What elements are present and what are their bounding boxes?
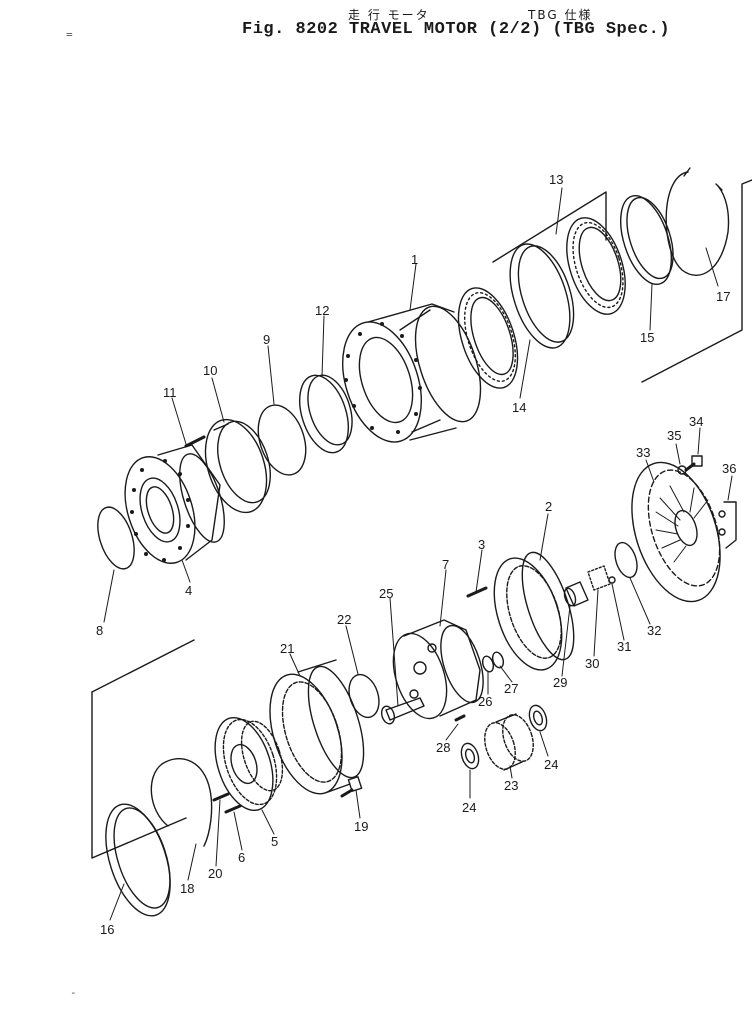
margin-mark: = [66, 28, 73, 41]
label-part-35: 35 [667, 428, 681, 443]
part-17-snapring [665, 167, 730, 276]
label-part-13: 13 [549, 172, 563, 187]
label-part-8: 8 [96, 623, 103, 638]
label-part-36: 36 [722, 461, 736, 476]
label-part-20: 20 [208, 866, 222, 881]
bracket-36 [723, 501, 737, 549]
label-part-33: 33 [636, 445, 650, 460]
bracket-left-lower [91, 639, 195, 859]
part-16-ring [105, 803, 171, 917]
label-part-27: 27 [504, 681, 518, 696]
bracket-13 [492, 191, 607, 263]
label-part-32: 32 [647, 623, 661, 638]
label-part-30: 30 [585, 656, 599, 671]
part-13-bearing [566, 217, 626, 315]
label-part-24a: 24 [544, 757, 558, 772]
label-part-16: 16 [100, 922, 114, 937]
label-part-24b: 24 [462, 800, 476, 815]
label-part-1: 1 [411, 252, 418, 267]
label-part-4: 4 [185, 583, 192, 598]
part-1-housing [342, 303, 482, 443]
label-part-14: 14 [512, 400, 526, 415]
label-part-7: 7 [442, 557, 449, 572]
label-part-12: 12 [315, 303, 329, 318]
part-26-ring [481, 655, 495, 673]
part-3-pin [466, 586, 488, 598]
label-part-3: 3 [478, 537, 485, 552]
figure-title: Fig. 8202 TRAVEL MOTOR (2/2) (TBG Spec.) [242, 20, 671, 39]
part-9-oring [257, 404, 307, 476]
part-20-pin [212, 792, 230, 802]
part-11-pin [184, 435, 206, 448]
label-part-10: 10 [203, 363, 217, 378]
part-14-ring [509, 243, 575, 349]
part-15-ring [620, 195, 674, 285]
page-header: 走 行 モータ TBG 仕様 Fig. 8202 TRAVEL MOTOR (2… [0, 0, 752, 56]
bracket-right-upper [641, 179, 752, 383]
label-part-2: 2 [545, 499, 552, 514]
part-33-cover [631, 461, 721, 603]
label-part-21: 21 [280, 641, 294, 656]
part-labels: 1 2 3 4 5 6 7 8 9 10 11 12 13 14 15 16 1… [96, 172, 736, 937]
part-31-ring [608, 576, 616, 584]
label-part-9: 9 [263, 332, 270, 347]
part-12-ring [298, 374, 353, 454]
part-21-ring-gear [269, 659, 365, 795]
part-14-bearing [457, 287, 519, 389]
part-35-washer [677, 465, 687, 475]
label-part-22: 22 [337, 612, 351, 627]
part-19-bolt [340, 776, 363, 798]
part-29-sleeve [563, 581, 589, 607]
label-part-6: 6 [238, 850, 245, 865]
part-4-flange [124, 444, 225, 564]
part-7-carrier [392, 619, 484, 720]
japanese-title: 走 行 モータ [348, 8, 430, 22]
part-18-snapring [150, 758, 213, 847]
label-part-23: 23 [504, 778, 518, 793]
label-part-17: 17 [716, 289, 730, 304]
label-part-11: 11 [163, 385, 177, 400]
label-part-15: 15 [640, 330, 654, 345]
label-part-29: 29 [553, 675, 567, 690]
margin-mark: - [70, 986, 77, 999]
part-24-bearing-right [528, 704, 548, 732]
label-part-26: 26 [478, 694, 492, 709]
part-30-shaft [587, 565, 611, 591]
label-part-19: 19 [354, 819, 368, 834]
label-part-25: 25 [379, 586, 393, 601]
label-part-18: 18 [180, 881, 194, 896]
part-27-ring [491, 651, 505, 669]
part-32-oring [614, 541, 638, 579]
japanese-spec: TBG 仕様 [528, 8, 593, 22]
part-24-bearing-left [460, 742, 480, 770]
part-22-oring [348, 673, 380, 719]
label-part-31: 31 [617, 639, 631, 654]
leader-lines [103, 187, 733, 921]
part-28-pin [454, 714, 466, 722]
part-34-bolt [684, 455, 703, 472]
part-5-gear-carrier [214, 716, 284, 812]
part-23-planet-gear [484, 713, 534, 771]
part-2-ring-gear [493, 551, 575, 671]
part-10-seal [204, 418, 271, 514]
part-25-shaft [380, 697, 425, 725]
part-8-oring [97, 506, 135, 570]
part-6-pin [224, 804, 242, 814]
part-36-plug [718, 510, 726, 536]
label-part-5: 5 [271, 834, 278, 849]
label-part-28: 28 [436, 740, 450, 755]
label-part-34: 34 [689, 414, 703, 429]
